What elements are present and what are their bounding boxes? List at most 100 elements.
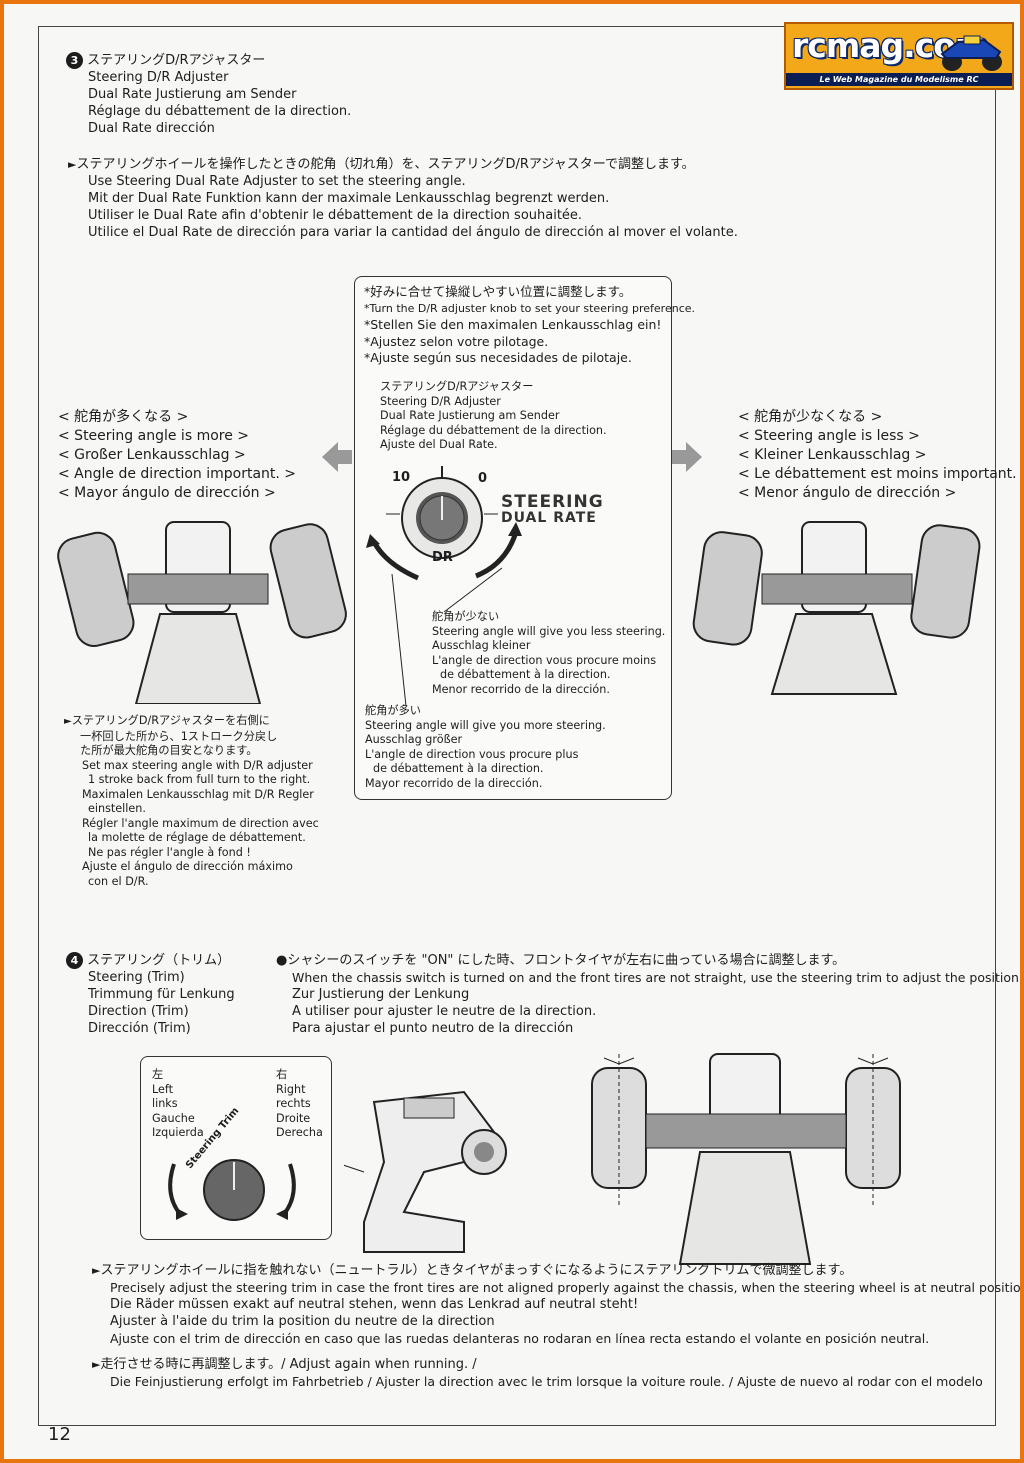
section4-title-de: Trimmung für Lenkung [88,987,235,1002]
buggy-logo-icon [940,35,1002,71]
dr-tips: *好みに合せて操縦しやすい位置に調整します。 *Turn the D/R adj… [364,284,695,367]
note-de-1: Maximalen Lenkausschlag mit D/R Regler [82,787,314,801]
right-label-en: < Steering angle is less > [738,428,920,444]
trim-left-ja: 左 [152,1068,164,1081]
tip-fr: *Ajustez selon votre pilotage. [364,333,549,349]
note-ja-2: 一杯回した所から、1ストローク分戻し [80,729,278,743]
note-ja-1: ステアリングD/Rアジャスターを右側に [71,714,270,727]
less-en: Steering angle will give you less steeri… [432,624,666,638]
less-fr-2: de débattement à la direction. [440,668,611,681]
dr-knob-diagram [366,466,522,581]
less-es: Menor recorrido de la dirección. [432,682,610,696]
note-fr-1: Régler l'angle maximum de direction avec [82,816,319,830]
trim-left-en: Left [152,1082,174,1096]
steering-dual-rate-line2: DUAL RATE [501,510,597,526]
section3-title-ja: ステアリングD/Rアジャスター [87,53,266,68]
intro-es: Utilice el Dual Rate de dirección para v… [88,225,738,240]
dr-knob-caption: ステアリングD/Rアジャスター Steering D/R Adjuster Du… [380,380,607,453]
left-steering-labels: < 舵角が多くなる > < Steering angle is more > <… [58,408,296,503]
section3-title-en: Steering D/R Adjuster [88,70,229,85]
note-en-2: 1 stroke back from full turn to the righ… [88,773,311,786]
left-label-de: < Großer Lenkausschlag > [58,447,246,463]
section4-title-fr: Direction (Trim) [88,1004,189,1019]
trim-left-fr: Gauche [152,1111,195,1125]
left-label-es: < Mayor ángulo de dirección > [58,485,276,501]
more-fr-2: de débattement à la direction. [373,762,544,775]
trim-right-fr: Droite [276,1111,311,1125]
steering-dual-rate-line1: STEERING [501,492,604,512]
note-fr-2: la molette de réglage de débattement. [88,831,306,844]
running-text: ►走行させる時に再調整します。/ Adjust again when runni… [92,1357,983,1389]
adjust-fr: Ajuster à l'aide du trim la position du … [110,1314,495,1329]
right-label-fr: < Le débattement est moins important. > [738,466,1024,482]
section3-title-de: Dual Rate Justierung am Sender [88,87,297,102]
more-de: Ausschlag größer [365,733,463,746]
s4-intro-es: Para ajustar el punto neutro de la direc… [292,1021,574,1036]
section3-title-fr: Réglage du débattement de la direction. [88,104,352,119]
dr-more-text: 舵角が多い Steering angle will give you more … [365,704,606,791]
adjust-es: Ajuste con el trim de dirección en caso … [110,1331,930,1346]
trim-left-labels: 左 Left links Gauche Izquierda [152,1068,204,1141]
knob-caption-fr: Réglage du débattement de la direction. [380,423,607,437]
note-es-2: con el D/R. [88,874,149,888]
rcmag-logo: rcmag.com Le Web Magazine du Modelisme R… [784,22,1014,90]
s4-intro-fr: A utiliser pour ajuster le neutre de la … [292,1004,597,1019]
page-number: 12 [48,1424,71,1445]
section4-title-en: Steering (Trim) [88,970,185,985]
section4-intro: ●シャシーのスイッチを "ON" にした時、フロントタイヤが左右に曲っている場合… [276,952,1023,1037]
section3-number: 3 [66,52,83,69]
tip-es: *Ajuste según sus necesidades de pilotaj… [364,350,632,365]
less-de: Ausschlag kleiner [432,639,531,652]
knob-caption-es: Ajuste del Dual Rate. [380,438,498,451]
more-en: Steering angle will give you more steeri… [365,718,606,732]
knob-caption-en: Steering D/R Adjuster [380,394,501,408]
note-en-1: Set max steering angle with D/R adjuster [82,758,313,772]
dr-setting-note: ►ステアリングD/Rアジャスターを右側に 一杯回した所から、1ストローク分戻し … [64,714,319,888]
note-de-2: einstellen. [88,802,146,815]
intro-en: Use Steering Dual Rate Adjuster to set t… [88,174,466,189]
less-fr-1: L'angle de direction vous procure moins [432,653,657,667]
right-label-ja: < 舵角が少なくなる > [738,409,883,425]
note-ja-3: た所が最大舵角の目安となります。 [80,744,258,757]
arrow-left-icon [322,442,352,472]
right-steering-labels: < 舵角が少なくなる > < Steering angle is less > … [738,408,1024,503]
chassis-left-diagram [57,521,347,704]
s4-intro-de: Zur Justierung der Lenkung [292,987,470,1002]
page-frame [38,26,996,1426]
pointer-lines [391,567,503,707]
note-es-1: Ajuste el ángulo de dirección máximo [82,860,293,873]
right-label-de: < Kleiner Lenkausschlag > [738,447,927,463]
more-fr-1: L'angle de direction vous procure plus [365,747,579,761]
dr-less-text: 舵角が少ない Steering angle will give you less… [432,610,665,697]
trim-adjust-text: ►ステアリングホイールに指を触れない（ニュートラル）ときタイヤがまっすぐになるよ… [92,1262,1024,1347]
trim-right-es: Derecha [276,1126,323,1139]
trim-left-es: Izquierda [152,1126,204,1139]
intro-de: Mit der Dual Rate Funktion kann der maxi… [88,191,610,206]
trim-left-de: links [152,1097,178,1110]
less-ja: 舵角が少ない [432,610,500,623]
trim-right-de: rechts [276,1097,311,1110]
tip-en: *Turn the D/R adjuster knob to set your … [364,301,696,315]
chassis-front-trim-diagram [591,1053,901,1265]
logo-tagline: Le Web Magazine du Modelisme RC [786,73,1012,86]
left-label-fr: < Angle de direction important. > [58,466,297,482]
knob-dr-label: DR [432,550,453,565]
s4-intro-ja: ●シャシーのスイッチを "ON" にした時、フロントタイヤが左右に曲っている場合… [276,953,846,968]
running-1: 走行させる時に再調整します。/ Adjust again when runnin… [100,1357,477,1372]
section4-title-ja: ステアリング（トリム） [87,953,231,968]
section4-number: 4 [66,952,83,969]
trim-right-ja: 右 [276,1068,288,1081]
section3-title-es: Dual Rate dirección [88,121,215,136]
running-2: Die Feinjustierung erfolgt im Fahrbetrie… [110,1374,983,1389]
trim-right-labels: 右 Right rechts Droite Derecha [276,1068,323,1141]
adjust-en: Precisely adjust the steering trim in ca… [110,1280,1024,1295]
trim-knob-diagram [168,1159,296,1221]
s4-intro-en: When the chassis switch is turned on and… [292,970,1023,985]
section4-title-es: Dirección (Trim) [88,1021,191,1036]
knob-max-label: 10 [392,470,411,485]
section3-intro: ►ステアリングホイールを操作したときの舵角（切れ角）を、ステアリングD/Rアジャ… [68,157,738,240]
left-label-en: < Steering angle is more > [58,428,250,444]
knob-min-label: 0 [478,471,488,486]
chassis-right-diagram [692,521,981,695]
